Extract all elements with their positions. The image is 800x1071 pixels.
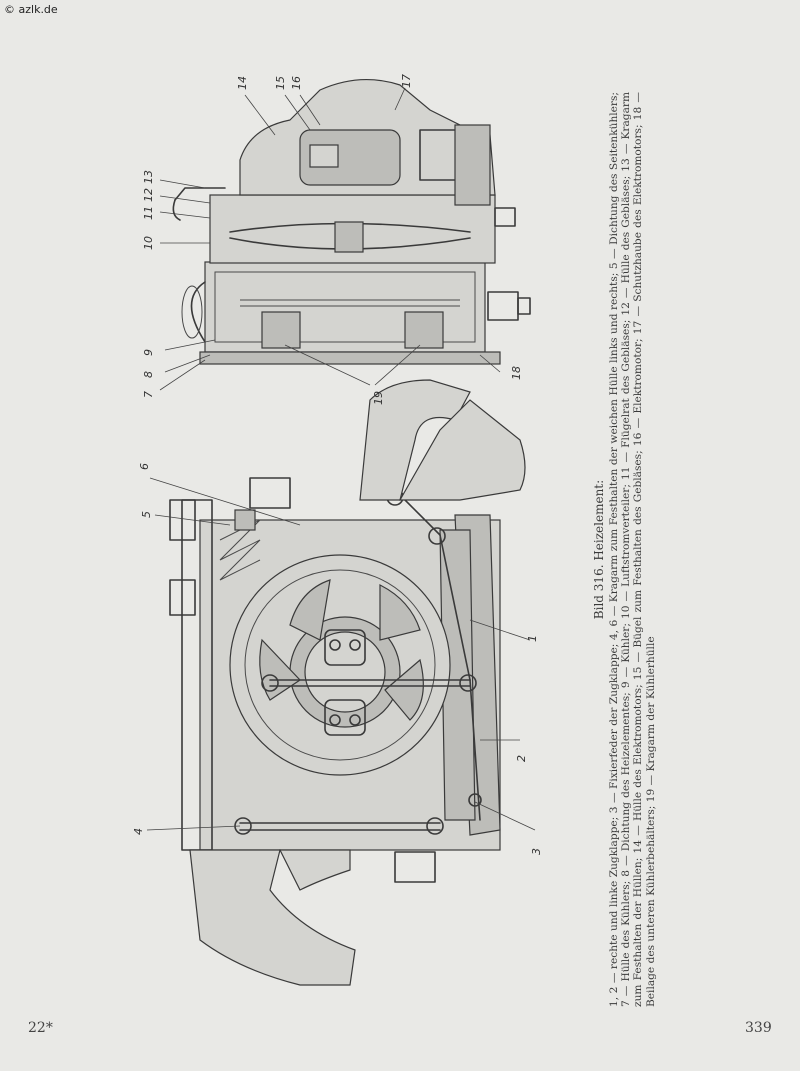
page-number-right: 339 xyxy=(745,1020,772,1036)
lower-assembly-drawing xyxy=(146,87,536,986)
label-13: 13 xyxy=(142,170,155,184)
caption-body: 1, 2 — rechte und linke Zugklappe; 3 — F… xyxy=(608,92,657,1007)
page-number-left: 22* xyxy=(28,1020,53,1036)
label-4: 4 xyxy=(132,828,145,835)
figure-caption: Bild 316. Heizelement: 1, 2 — rechte und… xyxy=(592,92,657,1007)
label-6: 6 xyxy=(138,463,151,470)
watermark: © azlk.de xyxy=(4,3,58,16)
label-2: 2 xyxy=(515,755,528,762)
label-16: 16 xyxy=(290,76,303,90)
label-5: 5 xyxy=(140,511,153,518)
label-14: 14 xyxy=(236,76,249,90)
label-7: 7 xyxy=(142,391,155,398)
label-1: 1 xyxy=(526,635,539,642)
label-11: 11 xyxy=(142,206,155,220)
label-3: 3 xyxy=(530,848,543,855)
label-10: 10 xyxy=(142,236,155,250)
label-19: 19 xyxy=(372,391,385,405)
upper-assembly-drawing xyxy=(172,78,531,365)
label-17: 17 xyxy=(400,74,413,88)
label-15: 15 xyxy=(274,76,287,90)
label-18: 18 xyxy=(510,366,523,380)
callout-labels: 1 2 3 4 5 6 7 8 9 10 11 12 13 14 15 16 1… xyxy=(132,74,543,855)
label-9: 9 xyxy=(142,349,155,356)
label-12: 12 xyxy=(142,188,155,202)
label-8: 8 xyxy=(142,371,155,378)
caption-title: Bild 316. Heizelement: xyxy=(592,479,606,620)
